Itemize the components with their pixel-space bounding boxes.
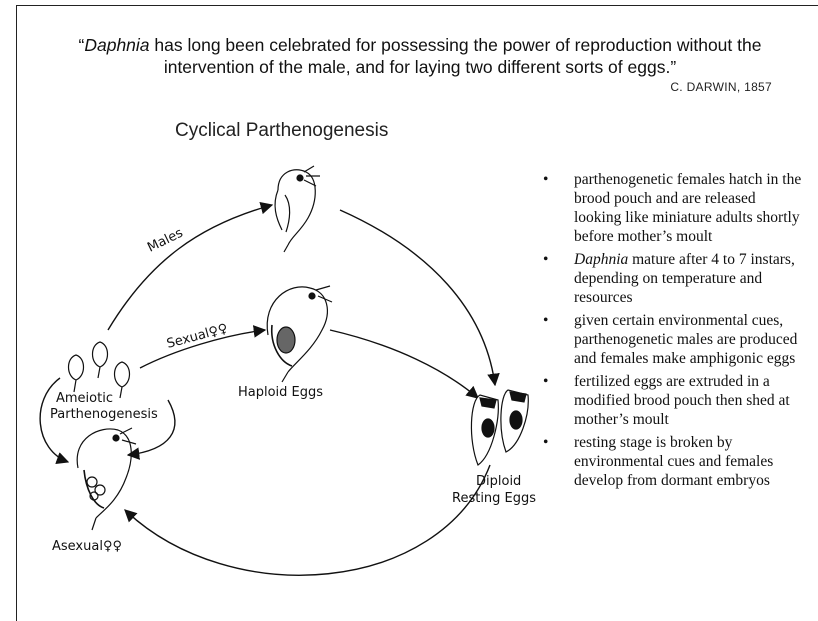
label-parthenogenesis: Parthenogenesis: [50, 407, 158, 422]
arrow-to-males: [108, 205, 272, 330]
fact-item: • fertilized eggs are extruded in a modif…: [543, 372, 805, 429]
label-asexual-females: Asexual♀♀: [52, 539, 122, 554]
label-haploid-eggs: Haploid Eggs: [238, 385, 323, 400]
fact-item: • parthenogenetic females hatch in the br…: [543, 170, 805, 246]
bullet-mark: •: [543, 433, 548, 452]
label-diploid: Diploid: [476, 474, 521, 489]
label-resting-eggs: Resting Eggs: [452, 491, 536, 506]
asexual-female-daphnia-icon: [77, 428, 136, 530]
fact-lead: Daphnia: [574, 251, 628, 268]
sexual-female-daphnia-icon: [267, 286, 332, 382]
male-daphnia-icon: [275, 166, 320, 252]
fact-text: fertilized eggs are extruded in a modifi…: [574, 373, 790, 428]
arrow-haploid-to-resting-eggs: [330, 330, 478, 398]
fact-text: given certain environmental cues, parthe…: [574, 312, 797, 367]
arrow-males-to-resting-eggs: [340, 210, 495, 385]
fact-item: • given certain environmental cues, parth…: [543, 311, 805, 368]
bullet-mark: •: [543, 372, 548, 391]
bullet-mark: •: [543, 250, 548, 269]
fact-text: parthenogenetic females hatch in the bro…: [574, 171, 801, 245]
label-males: Males: [145, 226, 186, 256]
bullet-mark: •: [543, 311, 548, 330]
bullet-mark: •: [543, 170, 548, 189]
fact-item: • resting stage is broken by environmenta…: [543, 433, 805, 490]
arrow-resting-to-asexual: [125, 465, 490, 575]
label-ameiotic: Ameiotic: [56, 391, 113, 406]
ameiotic-eggs-icon: [69, 342, 130, 398]
fact-list: • parthenogenetic females hatch in the br…: [543, 170, 805, 494]
fact-item: •Daphnia mature after 4 to 7 instars, de…: [543, 250, 805, 307]
resting-eggs-icon: [471, 390, 528, 465]
label-sexual-females: Sexual♀♀: [165, 321, 229, 352]
fact-text: resting stage is broken by environmental…: [574, 434, 773, 489]
